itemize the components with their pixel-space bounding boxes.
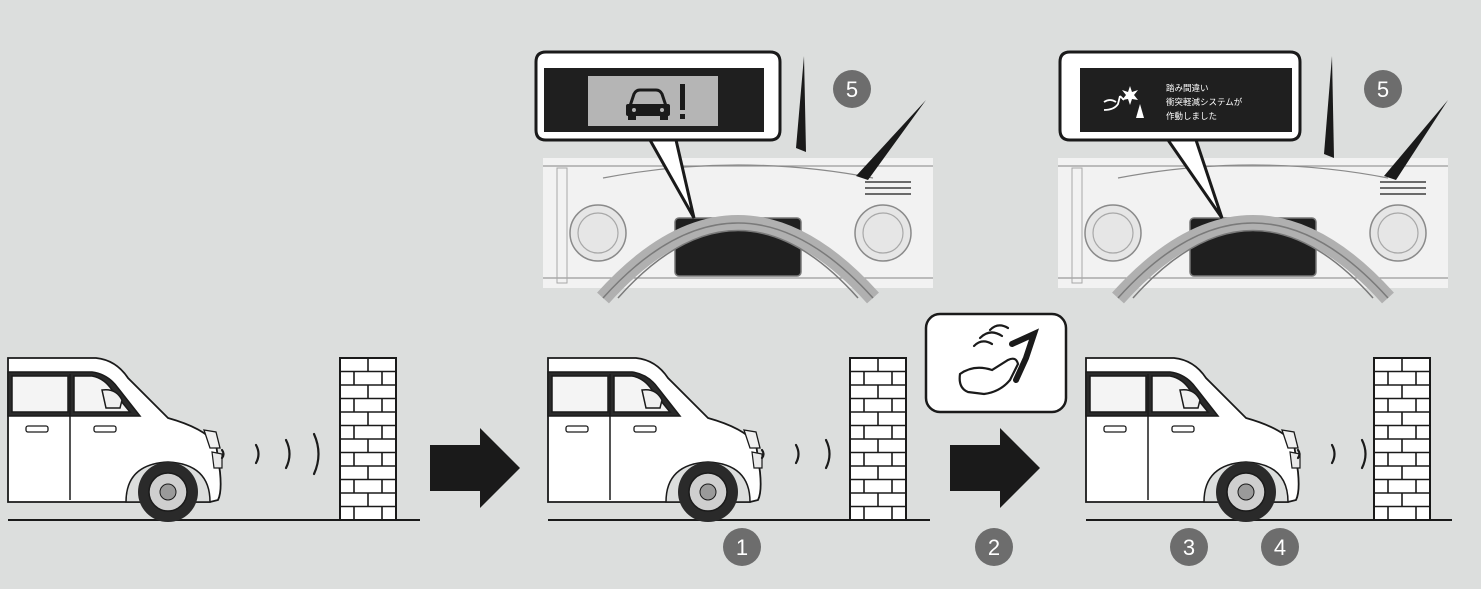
badge-step-5-left: 5 xyxy=(833,70,871,108)
svg-text:2: 2 xyxy=(988,535,1000,560)
badge-step-1: 1 xyxy=(723,528,761,566)
badge-step-2: 2 xyxy=(975,528,1013,566)
meter-screen-right xyxy=(1080,68,1292,132)
svg-text:5: 5 xyxy=(1377,77,1389,102)
car-3 xyxy=(1085,357,1301,523)
car-1 xyxy=(7,357,223,523)
warning-panel xyxy=(588,76,718,126)
indicator-line xyxy=(796,56,806,152)
message-line-3: 作動しました xyxy=(1166,111,1217,122)
sensor-waves-1 xyxy=(220,432,320,476)
message-line-2: 衝突軽減システムが xyxy=(1166,97,1243,108)
svg-text:5: 5 xyxy=(846,77,858,102)
svg-text:3: 3 xyxy=(1183,535,1195,560)
sensor-waves-2 xyxy=(760,432,860,476)
indicator-line xyxy=(1324,56,1334,158)
collision-mitigation-icon xyxy=(1103,86,1144,118)
dashboard-right: 踏み間違い 衝突軽減システムが 作動しました xyxy=(1058,50,1448,298)
accelerator-press-icon xyxy=(924,312,1068,414)
badge-step-5-right: 5 xyxy=(1364,70,1402,108)
indicator-line xyxy=(856,100,926,180)
indicator-line xyxy=(1384,100,1448,180)
scene-mitigation xyxy=(1085,357,1452,523)
scene-warning xyxy=(547,357,930,523)
dashboard-left xyxy=(534,50,933,298)
svg-text:1: 1 xyxy=(736,535,748,560)
right-arrow-icon xyxy=(950,428,1040,508)
brick-wall-3 xyxy=(1373,357,1431,521)
car-2 xyxy=(547,357,763,523)
svg-text:4: 4 xyxy=(1274,535,1286,560)
badge-step-4: 4 xyxy=(1261,528,1299,566)
car-exclamation-icon xyxy=(626,84,685,120)
brick-wall-2 xyxy=(849,357,907,521)
brick-wall-1 xyxy=(339,357,397,521)
message-line-1: 踏み間違い xyxy=(1166,83,1209,94)
scene-approach xyxy=(7,357,420,523)
right-arrow-icon xyxy=(430,428,520,508)
badge-step-3: 3 xyxy=(1170,528,1208,566)
